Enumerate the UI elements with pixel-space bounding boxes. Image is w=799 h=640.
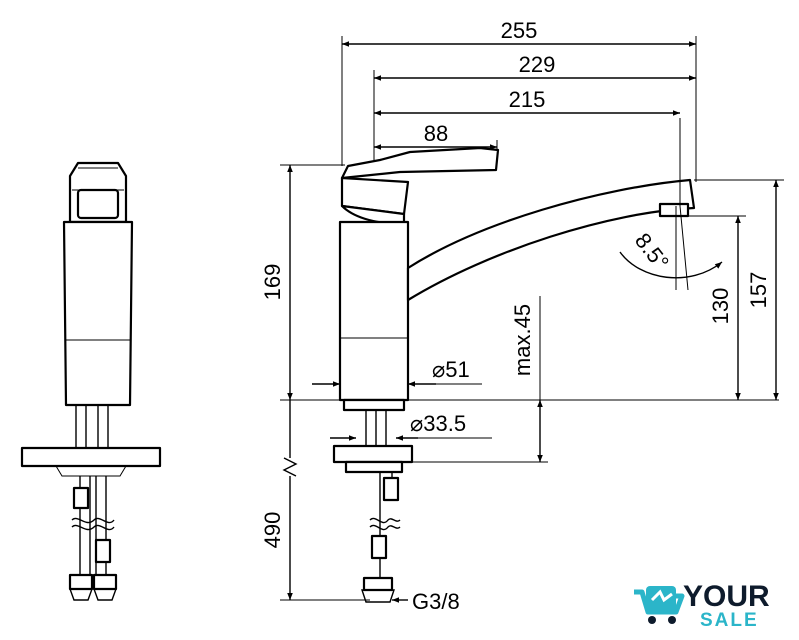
dimension-lines	[280, 36, 784, 603]
dim-88: 88	[424, 121, 448, 146]
dim-215: 215	[509, 87, 546, 112]
yoursale-logo: YOUR SALE	[634, 580, 770, 631]
dim-max45: max.45	[510, 304, 535, 376]
logo-word-your: YOUR	[683, 580, 770, 613]
dimension-labels: 255 229 215 88 169 157 130 max.45 8.5° ⌀…	[260, 18, 771, 614]
dim-157: 157	[746, 272, 771, 309]
dim-490: 490	[260, 512, 285, 549]
dim-diameter-33-5: ⌀33.5	[410, 411, 466, 436]
logo-word-sale: SALE	[700, 610, 759, 631]
dim-229: 229	[519, 52, 556, 77]
dim-169: 169	[260, 264, 285, 301]
dim-diameter-51: ⌀51	[432, 357, 470, 382]
front-view	[332, 146, 696, 603]
side-view	[20, 161, 162, 601]
dim-130: 130	[708, 288, 733, 325]
dim-255: 255	[501, 18, 538, 43]
dim-thread: G3/8	[412, 589, 460, 614]
